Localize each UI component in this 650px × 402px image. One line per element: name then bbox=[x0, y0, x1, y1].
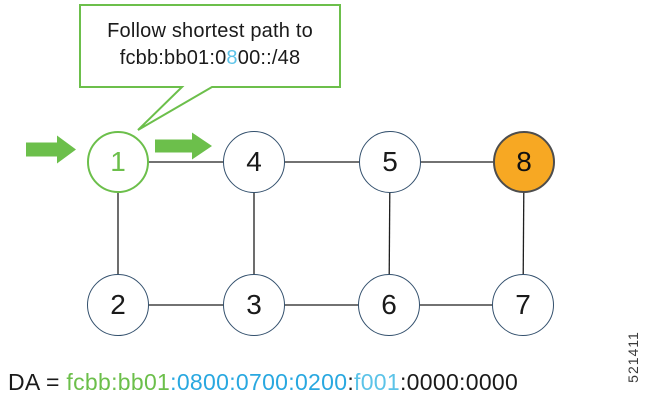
node-5: 5 bbox=[359, 131, 421, 193]
da-segment-separator: : bbox=[347, 369, 355, 395]
da-segment-function: f001 bbox=[354, 369, 400, 395]
callout-prefix-post: 00::/48 bbox=[237, 47, 301, 69]
node-2: 2 bbox=[87, 274, 149, 336]
node-8: 8 bbox=[493, 131, 555, 193]
node-6: 6 bbox=[358, 274, 420, 336]
node-7: 7 bbox=[492, 274, 554, 336]
da-segment-node-list: :0800:0700:0200 bbox=[170, 369, 348, 395]
node-3: 3 bbox=[223, 274, 285, 336]
callout-line2: fcbb:bb01:0800::/48 bbox=[120, 45, 301, 72]
node-4: 4 bbox=[223, 131, 285, 193]
da-segment-locator-block: fcbb:bb01 bbox=[66, 369, 171, 395]
callout-label: Follow shortest path to fcbb:bb01:0800::… bbox=[80, 5, 340, 85]
node-1: 1 bbox=[87, 131, 149, 193]
callout-prefix-pre: fcbb:bb01:0 bbox=[119, 47, 227, 69]
forward-arrow-icon bbox=[155, 132, 212, 160]
da-segment-padding: :0000:0000 bbox=[399, 369, 519, 395]
ingress-arrow-icon bbox=[26, 135, 76, 164]
callout-balloon-shape bbox=[79, 4, 341, 131]
callout-prefix-highlight: 8 bbox=[226, 47, 238, 69]
figure-id: 521411 bbox=[625, 331, 641, 383]
destination-address-line: DA = fcbb:bb01:0800:0700:0200:f001:0000:… bbox=[8, 369, 518, 396]
callout-line1: Follow shortest path to bbox=[107, 20, 313, 42]
da-label: DA = bbox=[8, 369, 67, 395]
